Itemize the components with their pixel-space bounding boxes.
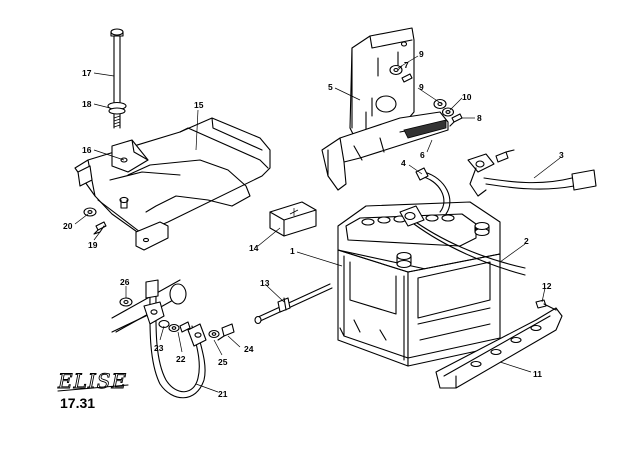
washer-and-bolt-left (83, 207, 107, 235)
callout-23: 23 (154, 343, 164, 353)
callout-leader-lines (74, 55, 561, 393)
callout-6: 6 (420, 150, 425, 160)
callout-11: 11 (533, 369, 542, 379)
callout-3: 3 (559, 150, 564, 160)
callout-10: 10 (462, 92, 472, 102)
battery-part (337, 201, 501, 367)
battery-base-rail (435, 299, 563, 389)
battery-cables (399, 149, 597, 276)
page-number: 17.31 (60, 395, 95, 411)
callout-numbers: 1 2 3 4 5 6 7 8 9 9 10 11 12 13 14 15 16… (63, 49, 564, 399)
callout-25: 25 (218, 357, 228, 367)
callout-12: 12 (542, 281, 552, 291)
callout-26: 26 (120, 277, 130, 287)
callout-18: 18 (82, 99, 92, 109)
callout-14: 14 (249, 243, 259, 253)
callout-4: 4 (401, 158, 406, 168)
callout-21: 21 (218, 389, 228, 399)
callout-19: 19 (88, 240, 98, 250)
callout-16: 16 (82, 145, 92, 155)
callout-9-lower: 9 (419, 82, 424, 92)
threaded-rod (254, 283, 333, 325)
battery-clamp (269, 201, 317, 237)
callout-20: 20 (63, 221, 73, 231)
callout-9-upper: 9 (419, 49, 424, 59)
callout-22: 22 (176, 354, 186, 364)
callout-2: 2 (524, 236, 529, 246)
logo-underline (57, 384, 129, 392)
battery-mounting-bracket (321, 27, 449, 191)
callout-8: 8 (477, 113, 482, 123)
callout-5: 5 (328, 82, 333, 92)
battery-tray-bracket (74, 117, 271, 251)
callout-13: 13 (260, 278, 270, 288)
callout-15: 15 (194, 100, 204, 110)
earth-strap-assembly (111, 279, 235, 399)
callout-1: 1 (290, 246, 295, 256)
callout-17: 17 (82, 68, 92, 78)
elise-logo: ELISE (57, 369, 127, 393)
callout-24: 24 (244, 344, 254, 354)
long-bolt-part (107, 28, 127, 129)
callout-7: 7 (404, 60, 409, 70)
